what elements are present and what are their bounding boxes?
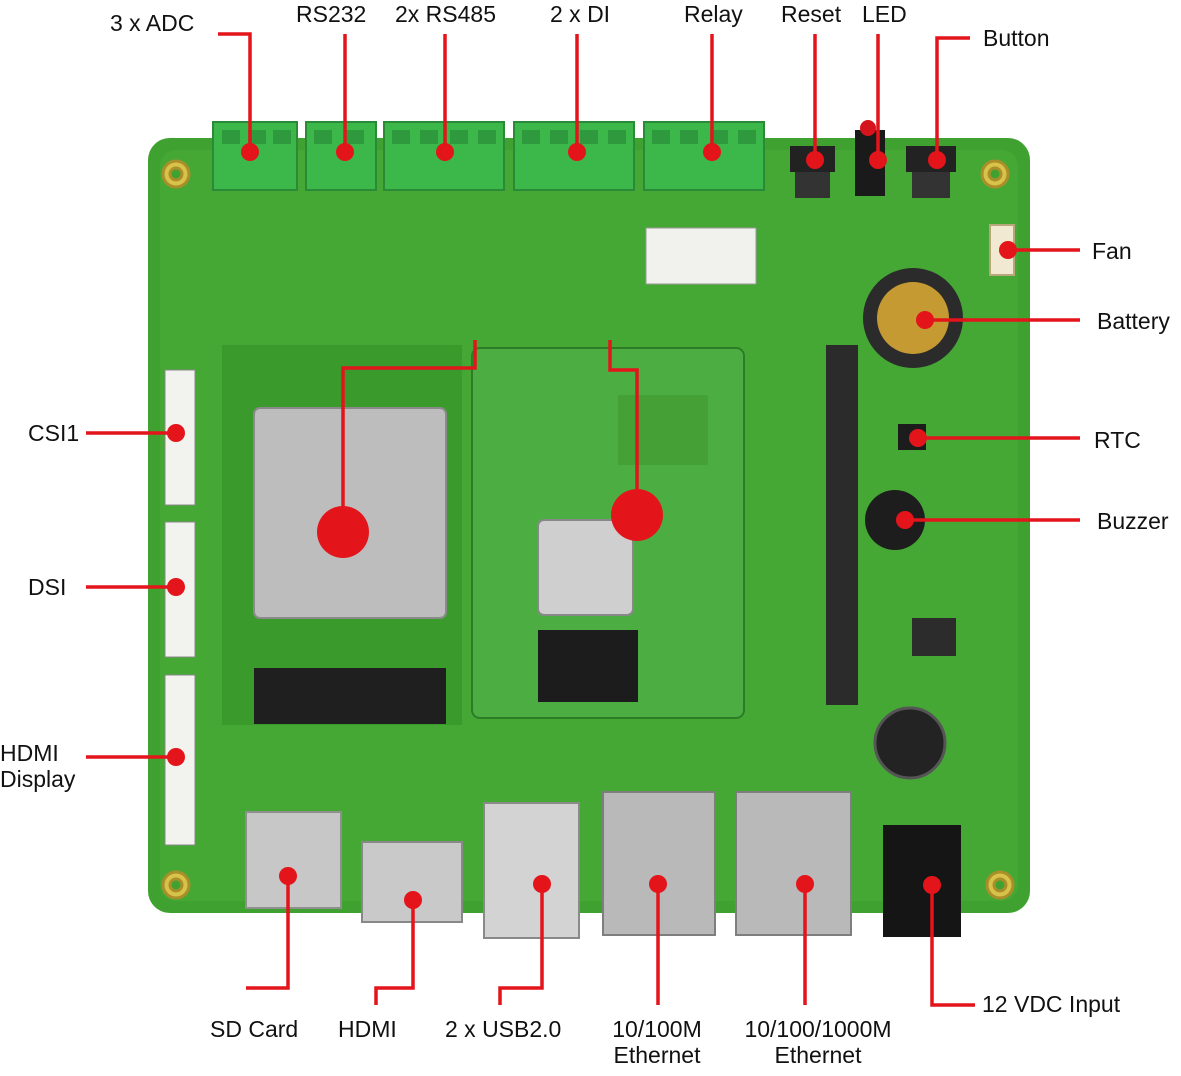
soc-chip [537, 519, 634, 616]
inductor [912, 618, 956, 656]
label-button: Button [983, 25, 1050, 51]
label-hdmi-display-line2: Display [0, 766, 76, 792]
label-eth-1000m-line1: 10/100/1000M [744, 1016, 892, 1042]
label-eth-100m-line2: Ethernet [613, 1042, 701, 1068]
user-button-pins [912, 172, 950, 198]
power-jack [883, 825, 961, 937]
label-eth-100m-line1: 10/100M [612, 1016, 702, 1042]
sd-card-slot [245, 811, 342, 909]
label-rs232: RS232 [296, 1, 367, 27]
label-usb: 2 x USB2.0 [445, 1016, 562, 1042]
label-di: 2 x DI [550, 1, 611, 27]
label-rs485: 2x RS485 [395, 1, 497, 27]
led-red [860, 120, 876, 136]
label-reset: Reset [781, 1, 842, 27]
mounting-holes [161, 159, 1015, 900]
label-csi1: CSI1 [28, 420, 80, 446]
label-hdmi-display: HDMI Display [0, 740, 75, 792]
label-hdmi-display-line1: HDMI [0, 740, 59, 766]
m2-slot [254, 668, 446, 724]
leader-lines [86, 32, 1080, 1007]
callout-dots [167, 143, 1017, 909]
label-fan: Fan [1092, 238, 1132, 264]
wifi-shield [618, 395, 708, 465]
label-sd-card: SD Card [210, 1016, 299, 1042]
label-rtc: RTC [1094, 427, 1141, 453]
usb-ports [483, 802, 580, 939]
label-dsi: DSI [28, 574, 67, 600]
label-buzzer: Buzzer [1097, 508, 1169, 534]
label-eth-1000m: 10/100/1000M Ethernet [723, 1016, 913, 1068]
reset-switch-pins [795, 172, 830, 198]
eth-1000m-port [735, 791, 852, 936]
buzzer-body [865, 490, 925, 550]
label-eth-1000m-line2: Ethernet [774, 1042, 862, 1068]
relay-body [645, 227, 757, 285]
label-power: 12 VDC Input [982, 991, 1121, 1017]
label-led: LED [862, 1, 907, 27]
gpio-header [826, 345, 858, 705]
terminal-blocks [212, 121, 765, 191]
capacitor-large [873, 706, 947, 780]
battery-contact [877, 282, 949, 354]
label-relay: Relay [684, 1, 743, 27]
label-hdmi: HDMI [338, 1016, 397, 1042]
label-battery: Battery [1097, 308, 1170, 334]
label-eth-100m: 10/100M Ethernet [592, 1016, 722, 1068]
label-adc: 3 x ADC [110, 10, 195, 36]
memory-chip [538, 630, 638, 702]
